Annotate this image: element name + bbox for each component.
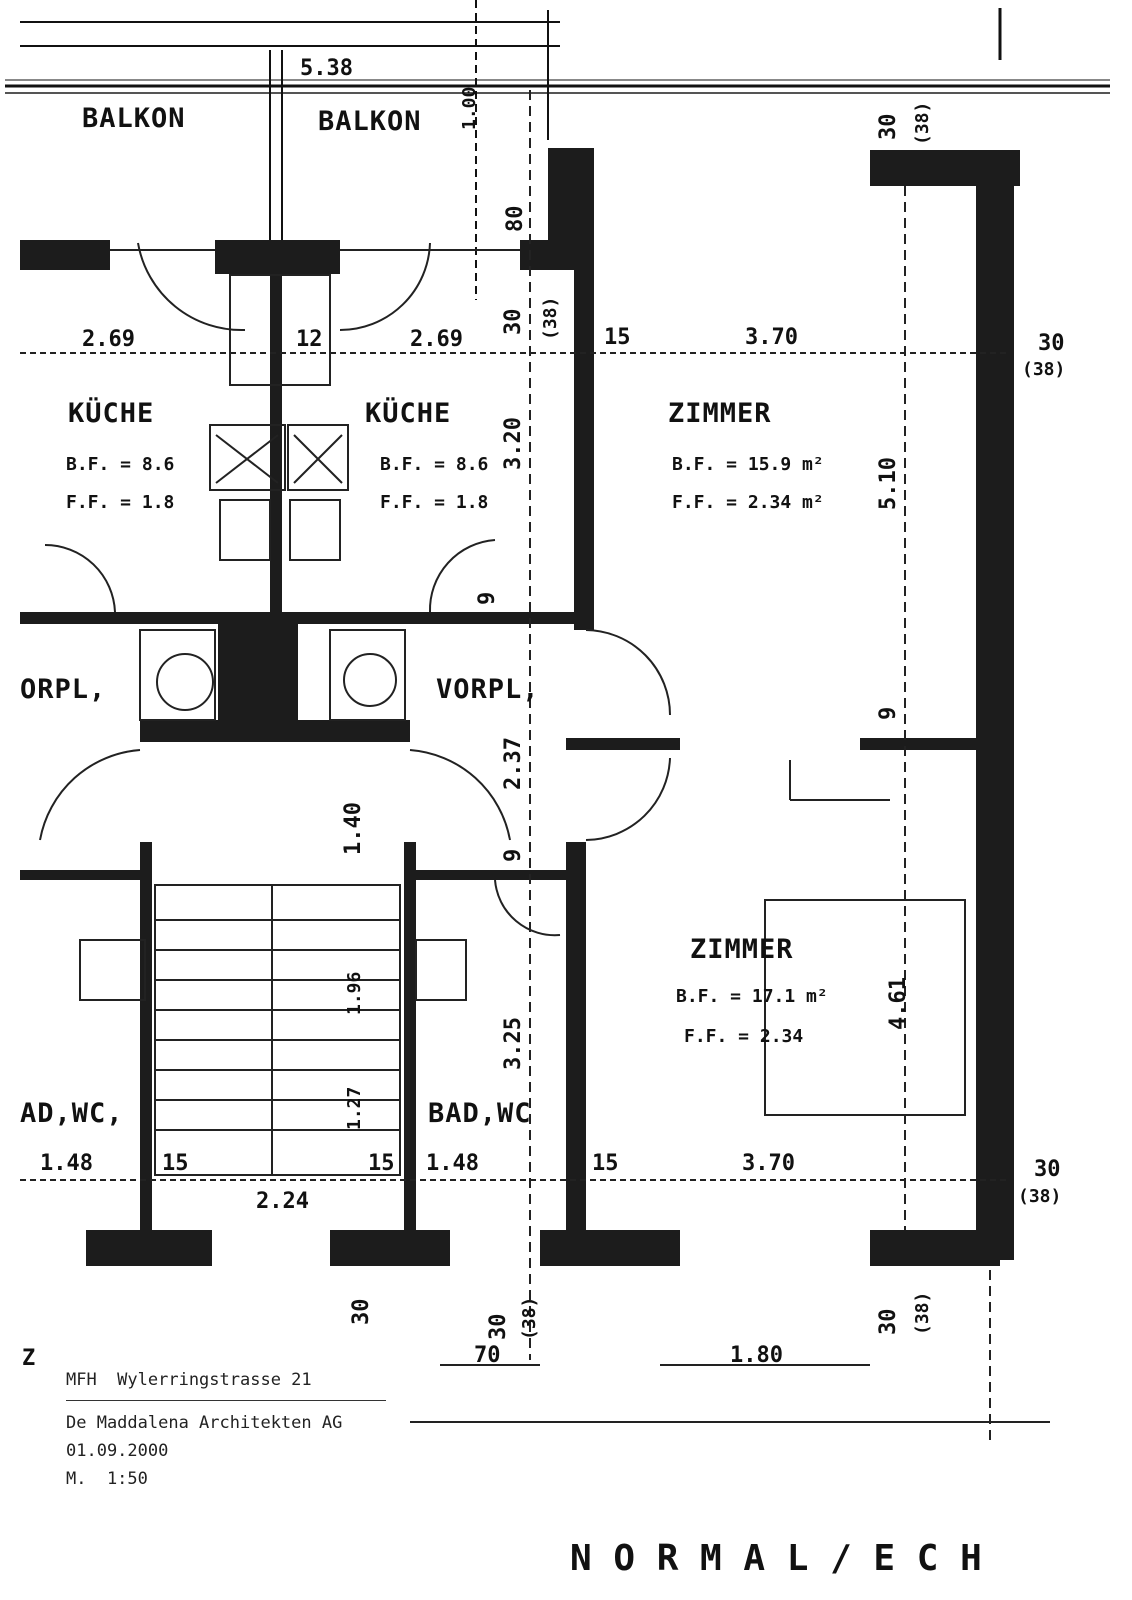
title-block-divider: [66, 1400, 386, 1401]
dim-9-b: 9: [876, 707, 901, 720]
dim-bottom-30-a: 30: [349, 1299, 374, 1326]
dim-right-38-top: (38): [1022, 359, 1065, 380]
room-label-vorplatz-right: VORPL,: [436, 674, 540, 705]
dim-bottom-38-b: (38): [519, 1297, 540, 1340]
area-zimmer-lower-bf: B.F. = 17.1 m²: [676, 986, 828, 1007]
dim-325: 3.25: [501, 1017, 526, 1070]
plan-outlines: [20, 90, 1050, 1440]
dim-224: 2.24: [256, 1189, 309, 1214]
dim-30-top: 30: [876, 114, 901, 141]
dim-15-top: 15: [604, 325, 631, 350]
dim-9-a: 9: [475, 592, 500, 605]
title-block-office: De Maddalena Architekten AG: [66, 1413, 343, 1433]
title-block-scale: M. 1:50: [66, 1469, 148, 1489]
dim-kueche-269-left: 2.69: [82, 327, 135, 352]
area-kueche-right-bf: B.F. = 8.6: [380, 454, 488, 475]
room-label-badwc-left: AD,WC,: [20, 1098, 124, 1129]
dim-bad-15-c: 15: [592, 1151, 619, 1176]
title-block-date: 01.09.2000: [66, 1441, 169, 1461]
dim-320: 3.20: [501, 417, 526, 470]
room-label-balkon-right: BALKON: [318, 106, 422, 137]
room-label-balkon-left: BALKON: [82, 103, 186, 134]
area-zimmer-upper-ff: F.F. = 2.34 m²: [672, 492, 824, 513]
area-kueche-right-ff: F.F. = 1.8: [380, 492, 488, 513]
label-partial-z: Z: [22, 1346, 35, 1371]
dim-zimmer-370-bot: 3.70: [742, 1151, 795, 1176]
dim-zimmer-370-top: 3.70: [745, 325, 798, 350]
dim-38-mid: (38): [540, 297, 561, 340]
room-label-zimmer-upper: ZIMMER: [668, 398, 772, 429]
area-labels: B.F. = 8.6 F.F. = 1.8 B.F. = 8.6 F.F. = …: [66, 454, 828, 1047]
dim-top-538: 5.38: [300, 56, 353, 81]
dim-kueche-269-right: 2.69: [410, 327, 463, 352]
area-zimmer-lower-ff: F.F. = 2.34: [684, 1026, 803, 1047]
room-label-badwc-right: BAD,WC: [428, 1098, 532, 1129]
room-labels: BALKON BALKON KÜCHE KÜCHE ZIMMER ZIMMER …: [20, 103, 794, 1129]
dim-bad-15-a: 15: [162, 1151, 189, 1176]
dim-right-38-bot: (38): [1018, 1186, 1061, 1207]
dim-9-c: 9: [501, 849, 526, 862]
dim-right-30-bot: 30: [1034, 1157, 1061, 1182]
dim-bottom-30-b: 30: [486, 1314, 511, 1341]
dim-196: 1.96: [344, 972, 365, 1015]
room-label-kueche-right: KÜCHE: [365, 396, 451, 429]
dim-140: 1.40: [341, 802, 366, 855]
room-label-zimmer-lower: ZIMMER: [690, 934, 794, 965]
dim-bottom-70: 70: [474, 1343, 501, 1368]
partial-labels: Z N O R M A L / E C H: [22, 1346, 982, 1579]
title-block: MFH Wylerringstrasse 21 De Maddalena Arc…: [66, 1366, 406, 1493]
dim-461: 4.61: [886, 977, 911, 1030]
dim-237: 2.37: [501, 737, 526, 790]
dim-kueche-12: 12: [296, 327, 323, 352]
dim-38-top: (38): [912, 102, 933, 145]
dim-bad-15-b: 15: [368, 1151, 395, 1176]
area-kueche-left-bf: B.F. = 8.6: [66, 454, 174, 475]
title-block-project: MFH Wylerringstrasse 21: [66, 1370, 312, 1390]
dim-30-mid: 30: [501, 309, 526, 336]
dim-bottom-38-c: (38): [912, 1292, 933, 1335]
dim-bottom-30-c: 30: [876, 1309, 901, 1336]
room-label-kueche-left: KÜCHE: [68, 396, 154, 429]
dim-bottom-180: 1.80: [730, 1343, 783, 1368]
dim-127: 1.27: [344, 1087, 365, 1130]
area-zimmer-upper-bf: B.F. = 15.9 m²: [672, 454, 824, 475]
area-kueche-left-ff: F.F. = 1.8: [66, 492, 174, 513]
dimension-labels: 5.38 1.00 80 30 (38) 2.69 12 2.69 30 (38…: [40, 56, 1065, 1368]
label-partial-bottom-title: N O R M A L / E C H: [570, 1538, 982, 1579]
dim-bad-148-right: 1.48: [426, 1151, 479, 1176]
dim-510: 5.10: [876, 457, 901, 510]
dim-right-30-top: 30: [1038, 331, 1065, 356]
dim-balkon-100: 1.00: [459, 87, 480, 130]
room-label-vorplatz-left: ORPL,: [20, 674, 106, 705]
walls: [20, 148, 1020, 1266]
dim-80: 80: [503, 206, 528, 233]
dim-bad-148-left: 1.48: [40, 1151, 93, 1176]
